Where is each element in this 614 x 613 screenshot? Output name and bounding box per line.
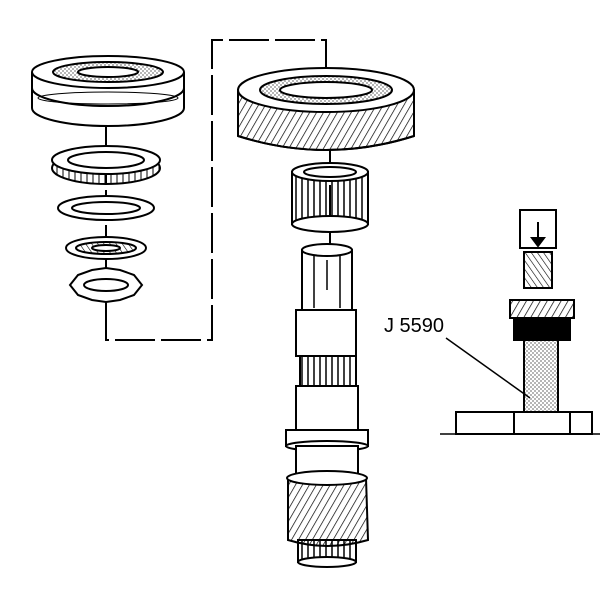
needle-bearing-icon <box>291 162 369 233</box>
press-icon <box>440 209 600 435</box>
helical-gear-icon <box>237 67 415 151</box>
tool-label: J 5590 <box>384 315 444 337</box>
assembly-connector-line <box>105 39 327 341</box>
blocking-ring-icon <box>51 145 161 185</box>
retainer-icon <box>68 266 144 304</box>
shaft-icon <box>285 243 370 568</box>
thrust-washer-icon <box>65 236 147 260</box>
tool-label-leader <box>445 337 531 399</box>
sync-hub-icon <box>31 55 185 127</box>
washer-icon <box>57 195 155 221</box>
